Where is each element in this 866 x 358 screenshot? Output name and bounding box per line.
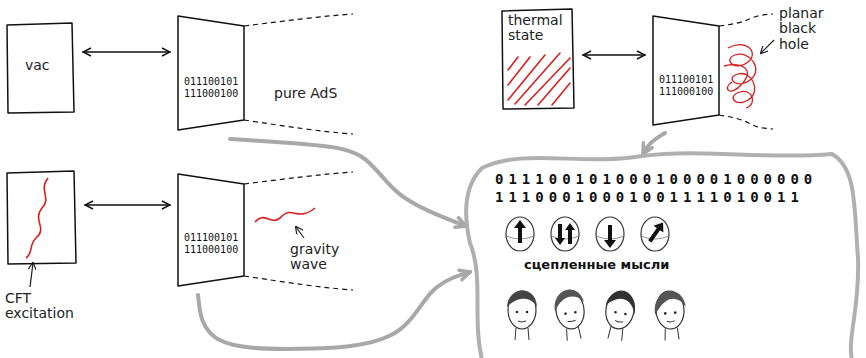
face-lines bbox=[565, 320, 582, 341]
face-outline bbox=[603, 289, 637, 331]
spin-arrow bbox=[514, 220, 526, 243]
face-eye bbox=[664, 312, 667, 315]
bit-string: 011100101000100001000000 111000100010011… bbox=[495, 170, 840, 206]
slab-edge bbox=[244, 172, 353, 184]
slab-edge bbox=[719, 115, 773, 129]
face-eye bbox=[526, 311, 529, 314]
slab-face bbox=[178, 174, 244, 286]
face-eye bbox=[674, 311, 677, 314]
face-eye bbox=[574, 311, 577, 314]
head-outline bbox=[596, 217, 624, 251]
black-hole-scribble bbox=[724, 45, 756, 108]
cft-squiggle bbox=[26, 178, 48, 258]
leader-line bbox=[761, 40, 774, 53]
hatch-line bbox=[525, 58, 570, 105]
slab-label: gravity wave bbox=[290, 242, 350, 273]
face-sketch bbox=[507, 290, 537, 340]
face-sketch bbox=[600, 289, 638, 342]
cloud-caption: сцепленные мысли bbox=[524, 258, 669, 272]
leader-line bbox=[296, 227, 304, 238]
black-hole-slab: 011100101 111000100planar black hole bbox=[653, 14, 773, 129]
face-eye bbox=[564, 312, 567, 315]
duality-arrow bbox=[85, 204, 170, 206]
bit-string: 011100101 111000100 bbox=[184, 76, 242, 100]
spin-head bbox=[506, 217, 534, 251]
panel-outline bbox=[502, 9, 574, 109]
head-mesh bbox=[551, 236, 579, 239]
head-outline bbox=[506, 217, 534, 251]
hatch-line bbox=[508, 57, 530, 85]
face-lines bbox=[608, 320, 625, 341]
panel-outline bbox=[7, 171, 76, 264]
slab-edge bbox=[719, 14, 773, 26]
vacuum-panel: vac bbox=[5, 22, 75, 114]
ads-slab: 011100101 111000100 pure AdS bbox=[178, 14, 353, 134]
face-eye bbox=[614, 311, 617, 314]
spin-arrow bbox=[645, 219, 668, 245]
face-eye bbox=[624, 312, 627, 315]
panel-label: thermal state bbox=[508, 13, 570, 44]
spin-head bbox=[641, 217, 669, 251]
gravity-wave-curve bbox=[255, 208, 315, 222]
shape-outline bbox=[178, 14, 353, 134]
panel-label: CFT excitation bbox=[5, 291, 89, 322]
spin-arrow bbox=[604, 225, 616, 248]
hatch-line bbox=[552, 83, 570, 105]
face-hair bbox=[605, 289, 638, 315]
face-lines bbox=[515, 321, 529, 340]
thermal-panel: thermal state bbox=[500, 8, 575, 110]
duality-arrow bbox=[83, 51, 170, 53]
thought-cloud: 011100101000100001000000 111000100010011… bbox=[462, 148, 862, 358]
hatch-line bbox=[515, 53, 560, 104]
head-outline bbox=[641, 217, 669, 251]
face-lines bbox=[664, 320, 679, 340]
excitation-panel: CFT excitation bbox=[5, 170, 77, 265]
spin-arrow bbox=[565, 223, 575, 244]
slab-face bbox=[178, 16, 244, 130]
shape-outline bbox=[5, 170, 77, 265]
spin-head bbox=[596, 217, 624, 251]
face-hair bbox=[552, 288, 585, 312]
slab-edge bbox=[244, 120, 353, 134]
head-outline bbox=[551, 217, 579, 251]
mapping-arrow bbox=[230, 139, 466, 226]
gravity-slab: 011100101 111000100 gravity wave bbox=[178, 172, 353, 290]
hatch-line bbox=[508, 55, 545, 100]
duality-arrow bbox=[583, 54, 645, 56]
hatch-line bbox=[508, 57, 518, 70]
face-hair bbox=[654, 290, 687, 315]
mapping-arrow bbox=[643, 133, 665, 154]
face-outline bbox=[508, 291, 536, 329]
face-eye bbox=[516, 311, 519, 314]
spin-arrow bbox=[555, 224, 565, 245]
bit-string: 011100101 111000100 bbox=[659, 74, 717, 98]
shape-outline bbox=[653, 14, 773, 129]
bit-string: 011100101 111000100 bbox=[184, 232, 242, 256]
red-hatching bbox=[508, 53, 570, 105]
slab-edge bbox=[244, 14, 353, 26]
face-sketch bbox=[552, 288, 589, 342]
leader-line bbox=[30, 263, 33, 287]
panel-outline bbox=[7, 23, 74, 113]
slab-label: planar black hole bbox=[779, 6, 841, 52]
mapping-arrow bbox=[198, 272, 470, 349]
slab-label: pure AdS bbox=[274, 86, 348, 101]
slab-face bbox=[653, 16, 719, 125]
cloud-outline bbox=[466, 153, 858, 358]
hatch-line bbox=[538, 68, 570, 105]
spin-head bbox=[551, 217, 579, 251]
slab-edge bbox=[244, 276, 353, 290]
face-hair bbox=[507, 290, 537, 307]
panel-label: vac bbox=[25, 58, 71, 73]
face-sketch bbox=[654, 290, 689, 341]
